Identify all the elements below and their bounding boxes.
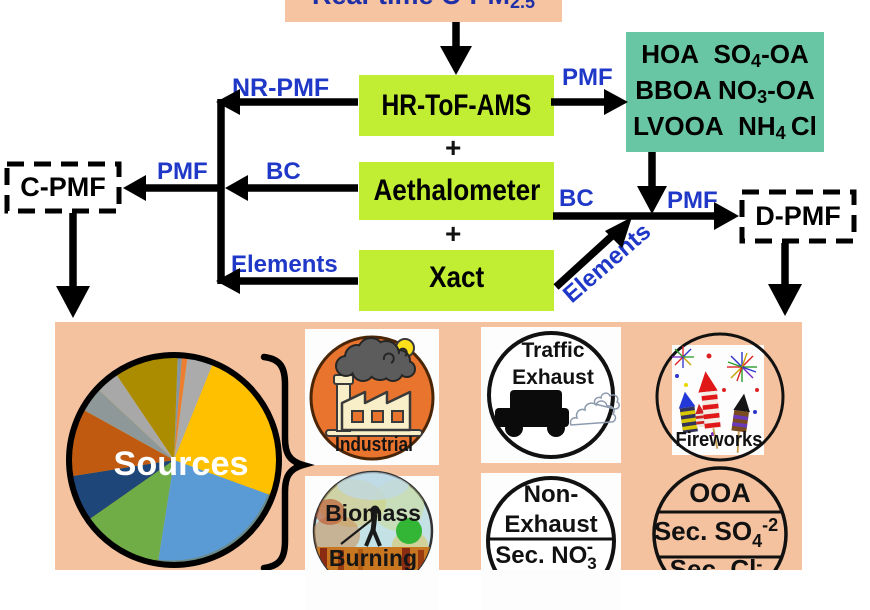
svg-text:Fireworks: Fireworks <box>676 429 763 451</box>
svg-text:OOA: OOA <box>689 478 751 508</box>
svg-text:Industrial: Industrial <box>335 434 413 456</box>
svg-text:Sec. NO3-: Sec. NO3- <box>495 537 597 570</box>
svg-text:Sec. Cl-: Sec. Cl- <box>670 554 763 570</box>
svg-text:Traffic: Traffic <box>521 339 584 362</box>
svg-text:Exhaust: Exhaust <box>512 366 594 389</box>
svg-text:Biomass: Biomass <box>325 500 421 526</box>
svg-text:Sources: Sources <box>114 445 249 483</box>
svg-text:Burning: Burning <box>329 545 417 570</box>
svg-text:Non-: Non- <box>524 481 579 508</box>
svg-text:Sec. SO4-2: Sec. SO4-2 <box>654 515 778 551</box>
svg-text:Exhaust: Exhaust <box>504 511 597 538</box>
